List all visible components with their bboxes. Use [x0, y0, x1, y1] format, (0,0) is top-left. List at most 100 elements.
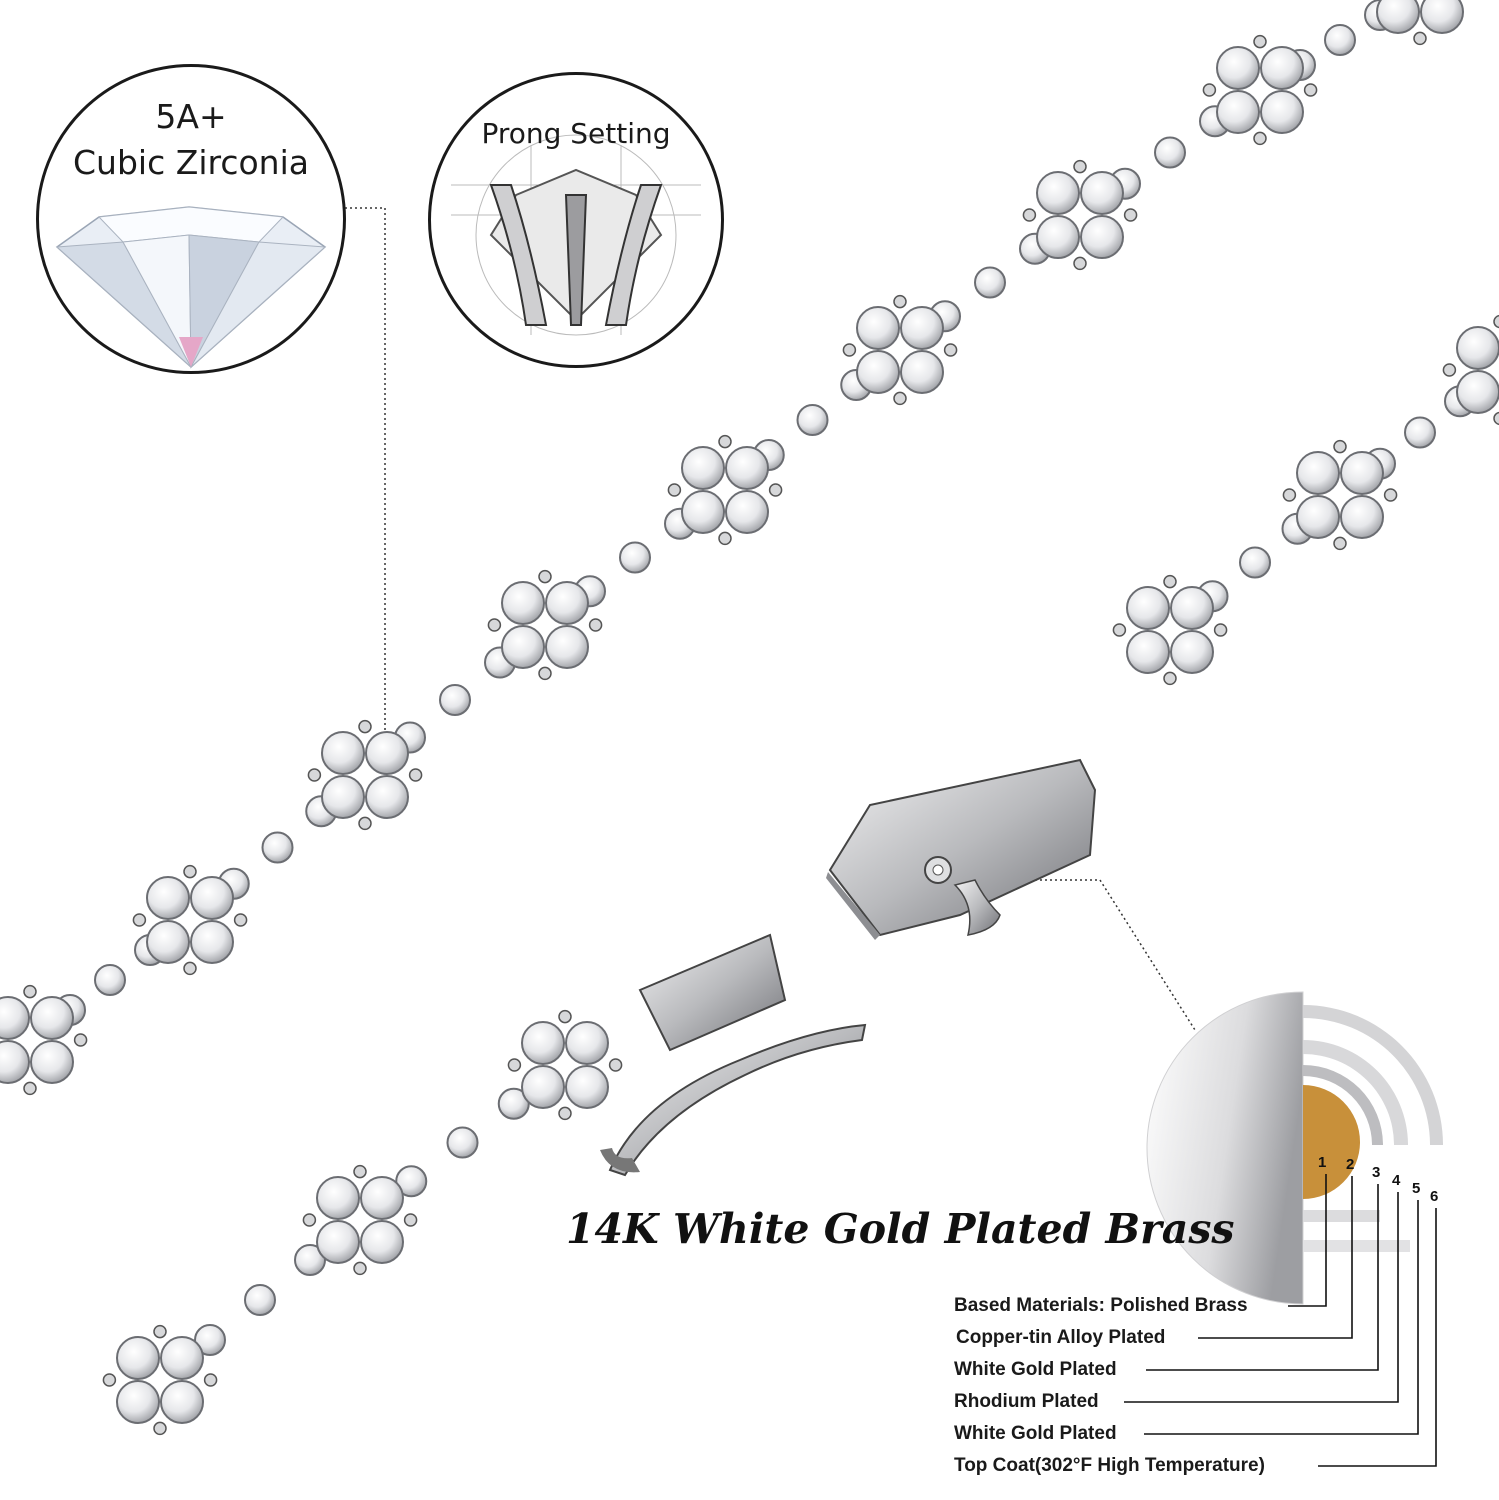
- gemstone: [30, 996, 74, 1040]
- prong: [1493, 314, 1499, 329]
- prong: [943, 343, 958, 357]
- prong: [1253, 34, 1267, 49]
- layer-leaders: [1124, 1174, 1437, 1467]
- prong: [1022, 208, 1037, 222]
- prong: [1493, 411, 1499, 426]
- gemstone: [1216, 90, 1260, 134]
- gemstone: [900, 306, 944, 350]
- gemstone: [1340, 451, 1384, 495]
- prong: [403, 1213, 418, 1227]
- prong: [507, 1058, 522, 1072]
- prong: [1213, 623, 1228, 637]
- clasp-box: [826, 758, 1097, 940]
- prong: [608, 1058, 623, 1072]
- prong: [667, 483, 682, 497]
- prong: [1123, 208, 1138, 222]
- gemstone: [261, 831, 294, 864]
- prong: [183, 961, 197, 976]
- gemstone: [1170, 586, 1214, 630]
- gemstone: [244, 1284, 276, 1316]
- zirconia-callout: 5A+ Cubic Zirconia: [36, 64, 346, 374]
- gemstone: [1296, 495, 1340, 539]
- prong: [302, 1213, 317, 1227]
- prong: [358, 816, 372, 831]
- gemstone: [545, 625, 589, 669]
- gemstone: [190, 920, 234, 964]
- prong: [558, 1106, 572, 1121]
- gemstone: [521, 1065, 565, 1109]
- prong: [1112, 623, 1127, 637]
- gemstone: [1456, 326, 1499, 370]
- gemstone: [565, 1021, 609, 1065]
- gemstone: [194, 1324, 226, 1356]
- gemstone: [116, 1380, 160, 1424]
- layer-number-6: 6: [1430, 1188, 1439, 1205]
- gemstone: [1154, 136, 1186, 169]
- gemstone: [725, 446, 769, 490]
- gemstone: [565, 1065, 609, 1109]
- layer-label-5: White Gold Plated: [954, 1423, 1117, 1444]
- diamond-icon: [55, 206, 327, 369]
- gemstone: [1080, 171, 1124, 215]
- bracelet-strand-clasp: [1112, 314, 1499, 686]
- prong: [233, 913, 248, 927]
- prong: [1383, 488, 1398, 502]
- zirconia-grade: 5A+: [155, 97, 227, 136]
- prong: [487, 618, 502, 632]
- gemstone: [146, 876, 190, 920]
- layer-label-1: Based Materials: Polished Brass: [954, 1295, 1248, 1316]
- zirconia-title: Cubic Zirconia: [73, 143, 309, 182]
- prong-setting-icon: [451, 134, 701, 336]
- prong: [183, 864, 197, 879]
- gemstone: [365, 775, 409, 819]
- gemstone: [796, 404, 829, 436]
- prong: [307, 768, 322, 782]
- gemstone: [856, 306, 900, 350]
- gemstone: [316, 1176, 360, 1220]
- prong: [1333, 536, 1347, 551]
- prong: [1163, 671, 1177, 686]
- prong: [718, 434, 732, 449]
- bracelet-strand-tongue: [102, 1009, 623, 1436]
- gemstone: [94, 964, 126, 996]
- prong: [588, 618, 603, 632]
- gemstone: [146, 920, 190, 964]
- prong: [1253, 131, 1267, 146]
- gemstone: [1296, 451, 1340, 495]
- prong: [538, 666, 552, 681]
- gemstone: [974, 266, 1006, 299]
- layer-label-3: White Gold Plated: [954, 1359, 1117, 1380]
- gemstone: [0, 1040, 30, 1084]
- gemstone: [365, 731, 409, 775]
- gemstone: [1216, 46, 1260, 90]
- prong: [768, 483, 783, 497]
- prong: [73, 1033, 88, 1047]
- prong: [353, 1261, 367, 1276]
- gemstone: [321, 731, 365, 775]
- layer-label-4: Rhodium Plated: [954, 1391, 1099, 1412]
- gemstone: [725, 490, 769, 534]
- gemstone: [900, 350, 944, 394]
- prong: [23, 984, 37, 999]
- prong: [153, 1324, 167, 1339]
- material-headline: 14K White Gold Plated Brass: [566, 1205, 1235, 1253]
- gemstone: [316, 1220, 360, 1264]
- prong: [1282, 488, 1297, 502]
- gemstone: [681, 490, 725, 534]
- gemstone: [681, 446, 725, 490]
- gemstone: [1340, 495, 1384, 539]
- gemstone: [160, 1380, 204, 1424]
- gemstone: [1260, 46, 1304, 90]
- gemstone: [1239, 546, 1271, 579]
- gemstone: [545, 581, 589, 625]
- gemstone: [1170, 630, 1214, 674]
- gemstone: [190, 876, 234, 920]
- prong: [1073, 159, 1087, 174]
- layer-number-3: 3: [1372, 1164, 1381, 1181]
- plating-layers-diagram: [1146, 991, 1443, 1305]
- gemstone: [521, 1021, 565, 1065]
- gemstone: [0, 996, 30, 1040]
- gemstone: [619, 541, 651, 574]
- prong-setting-title: Prong Setting: [481, 117, 671, 150]
